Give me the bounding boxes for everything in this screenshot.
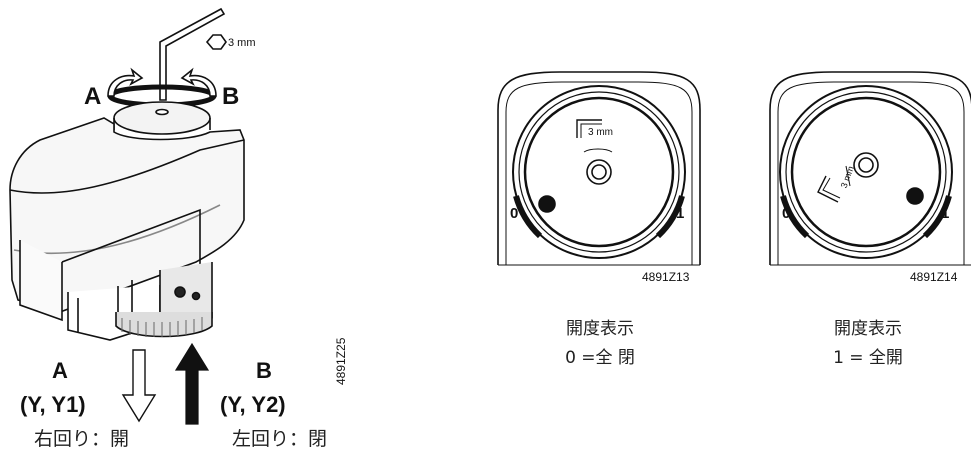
rotate-arrow-b-icon <box>180 67 217 97</box>
dial-right-figure-code: 4891Z14 <box>910 270 958 284</box>
allen-key-icon <box>159 7 226 101</box>
dial-right-caption-line1: 開度表示 <box>834 319 902 339</box>
hex-icon <box>205 34 227 50</box>
wrench-size-label: 3 mm <box>228 37 256 49</box>
dial-right-illustration <box>769 71 971 266</box>
wrench-symbol-icon <box>576 119 602 138</box>
direction-a-letter: A <box>52 358 68 383</box>
direction-b-letter: B <box>256 358 272 383</box>
dial-left-figure-code: 4891Z13 <box>642 270 690 284</box>
direction-a-meaning: 右回り：開 <box>34 428 130 450</box>
rotation-label-b: B <box>222 83 240 110</box>
actuator-illustration <box>9 7 245 425</box>
arrow-down-open-icon <box>121 349 157 423</box>
position-indicator-dot <box>906 187 924 205</box>
dial-right-caption: 開度表示 1 = 全開 <box>778 314 958 368</box>
coupling-nut <box>115 312 213 338</box>
dial-right-scale-min: 0 <box>782 205 791 222</box>
direction-b-signals: (Y, Y2) <box>220 392 286 417</box>
dial-left-illustration <box>497 71 701 266</box>
actuator-housing <box>9 117 245 313</box>
rotation-label-a: A <box>84 83 102 110</box>
dial-left-wrench-size: 3 mm <box>588 127 613 138</box>
position-indicator-dot <box>538 195 556 213</box>
dial-right-scale-max: 1 <box>941 205 950 222</box>
dial-right-caption-line2: 1 = 全開 <box>833 348 903 368</box>
direction-a-signals: (Y, Y1) <box>20 392 86 417</box>
dial-left-caption-line1: 開度表示 <box>566 319 634 339</box>
wrench-symbol-icon <box>817 175 839 203</box>
figure-code-actuator: 4891Z25 <box>334 337 348 385</box>
arrow-up-closed-icon <box>174 342 210 425</box>
dial-left-scale-min: 0 <box>510 205 519 222</box>
dial-left-caption: 開度表示 0 =全 閉 <box>510 314 690 368</box>
dial-left-caption-line2: 0 =全 閉 <box>565 348 635 368</box>
rotate-arrow-a-icon <box>107 67 144 97</box>
dial-left-scale-max: 1 <box>676 205 685 222</box>
direction-b-meaning: 左回り：閉 <box>232 428 328 450</box>
